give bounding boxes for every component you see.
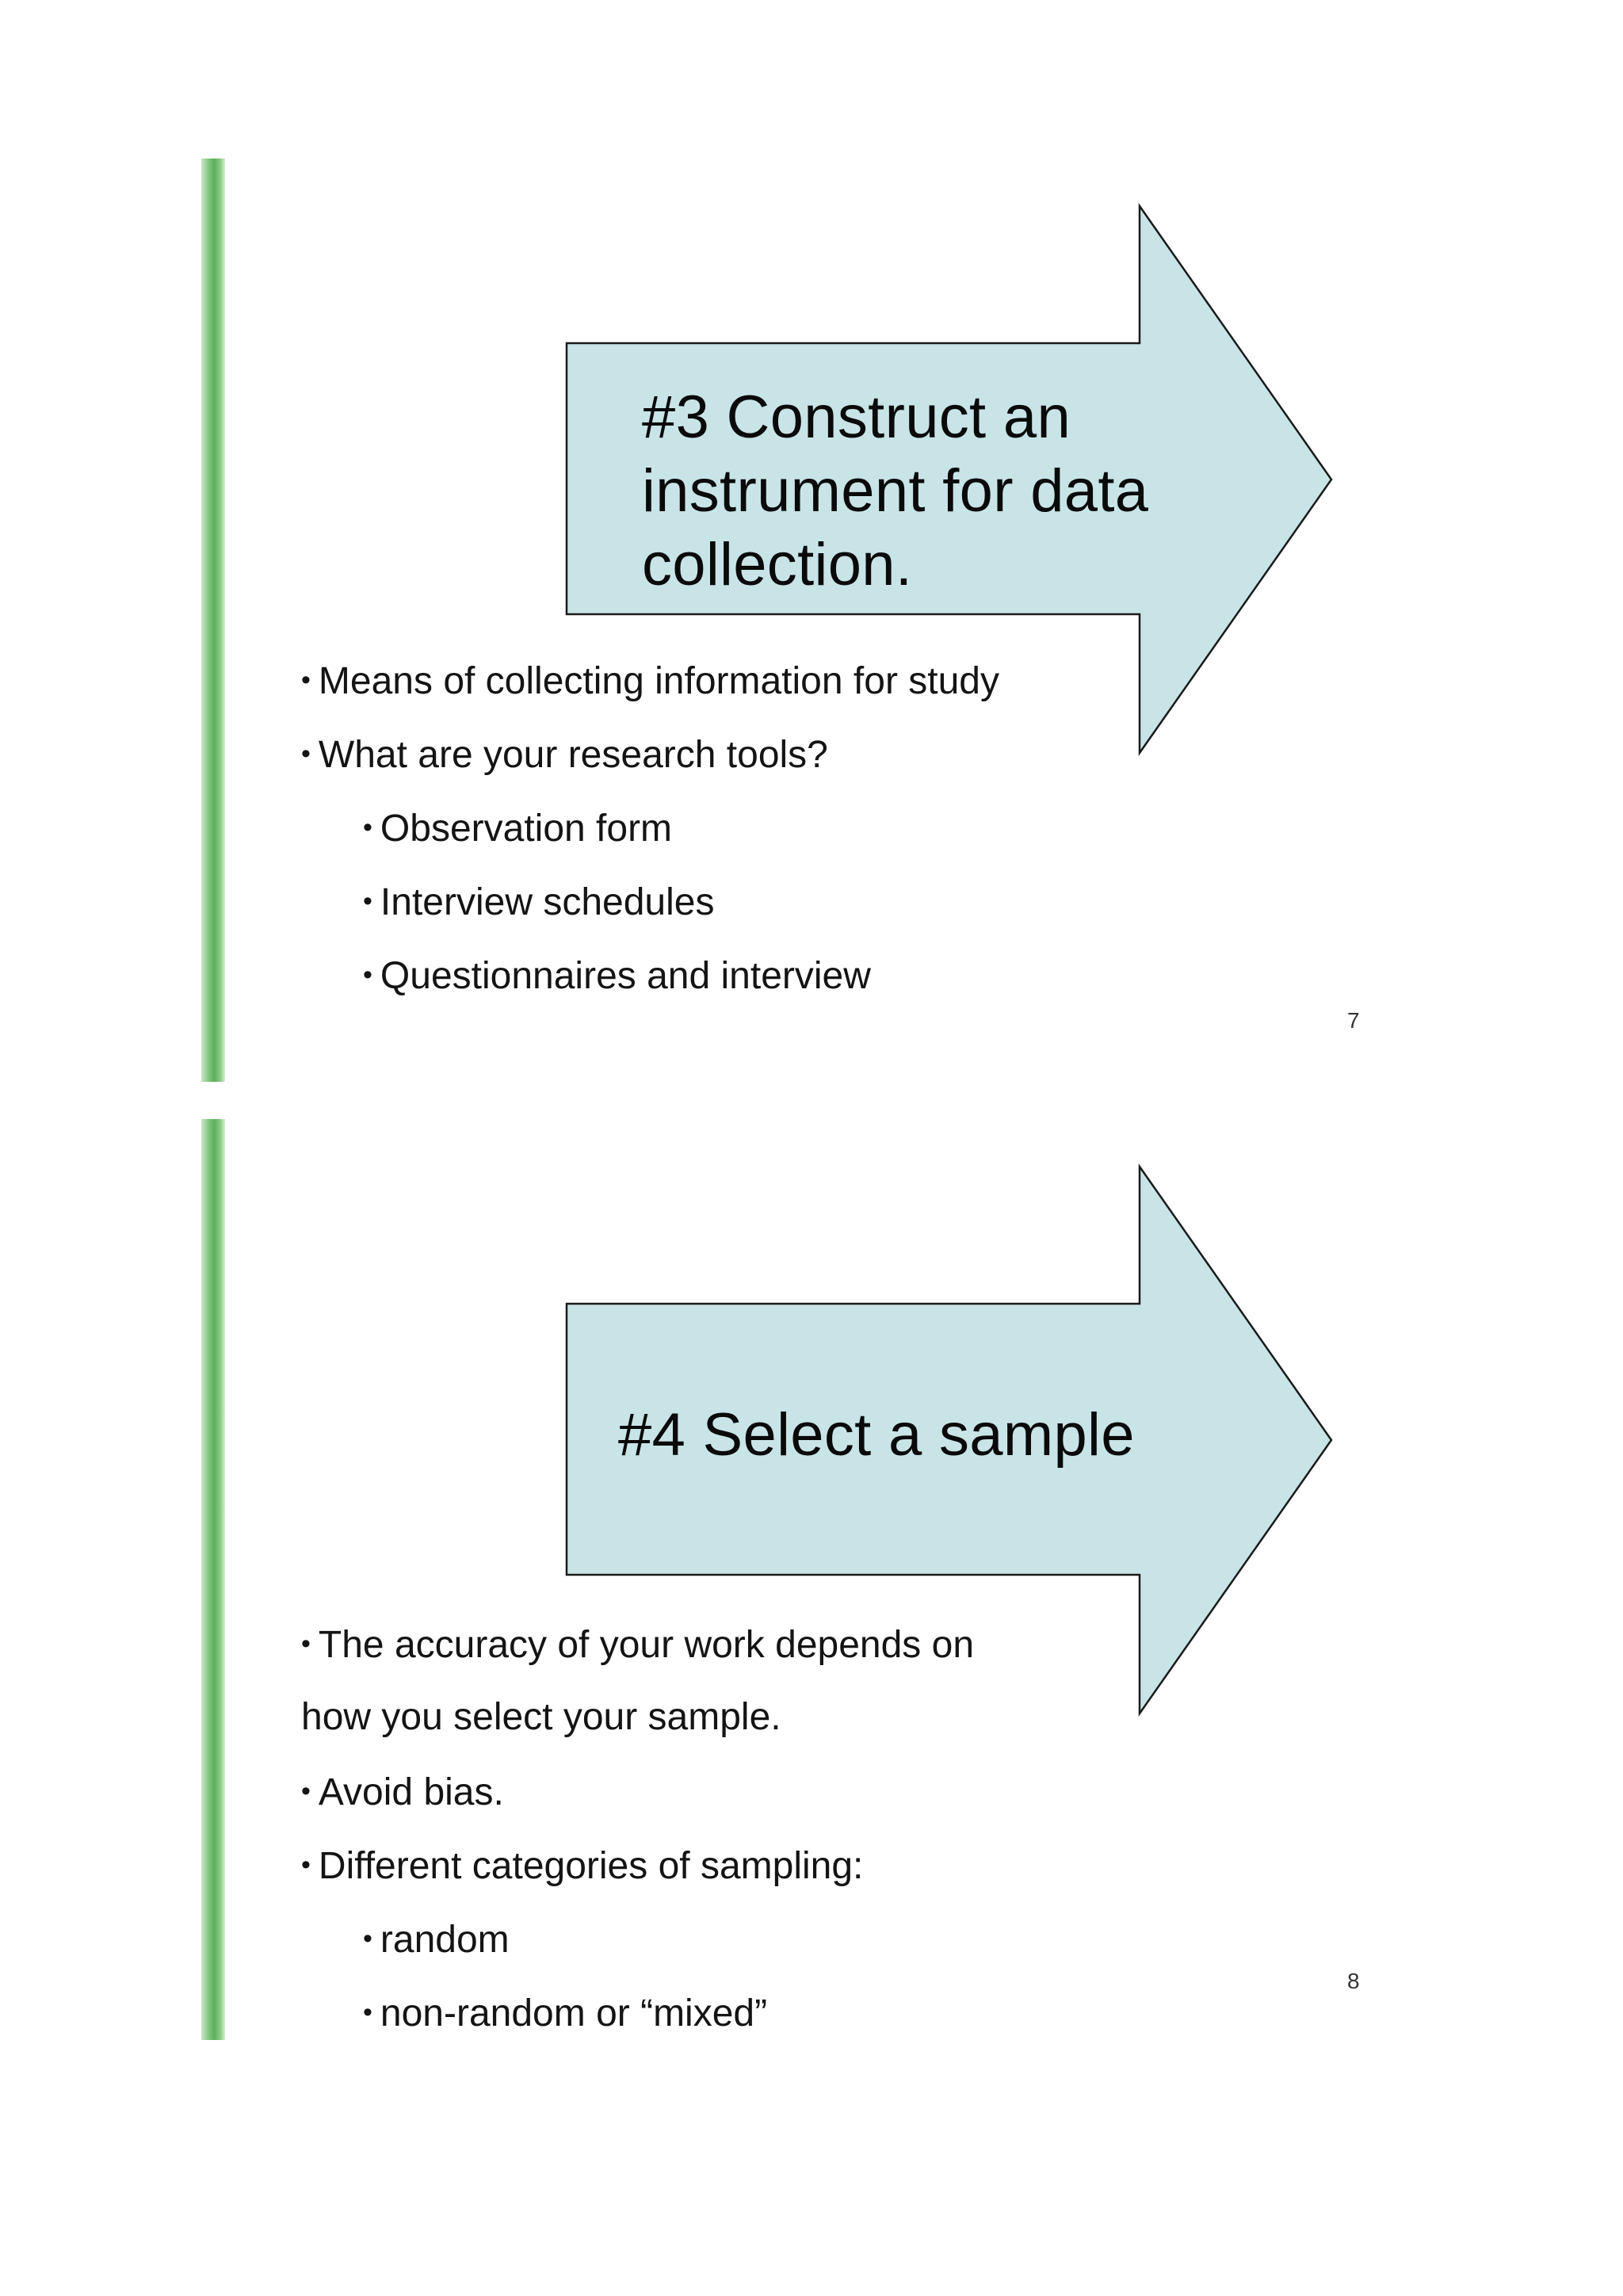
slide-8: #4 Select a sample •The accuracy of your… — [0, 961, 1623, 2040]
list-item: •The accuracy of your work depends on — [301, 1616, 974, 1690]
slide-title: #4 Select a sample — [618, 1401, 1135, 1469]
arrow-shape — [565, 1163, 1333, 1717]
list-item: • Observation form — [363, 800, 999, 873]
bullet-list: •The accuracy of your work depends on ho… — [301, 1616, 974, 2058]
green-accent-bar — [201, 1119, 225, 2040]
bullet-icon: • — [363, 886, 372, 916]
page-number: 8 — [1347, 1969, 1360, 1993]
arrow-shape — [565, 203, 1333, 756]
bullet-icon: • — [301, 739, 311, 769]
bullet-text: Avoid bias. — [318, 1771, 504, 1813]
list-item: • Interview schedules — [363, 873, 999, 947]
bullet-list: •Means of collecting information for stu… — [301, 652, 999, 1021]
bullet-text: What are your research tools? — [318, 734, 828, 776]
bullet-text: Observation form — [380, 808, 673, 850]
bullet-text: The accuracy of your work depends on — [318, 1624, 975, 1666]
slide-7: #3 Construct an instrument for data coll… — [0, 0, 1623, 1082]
bullet-icon: • — [301, 1850, 311, 1880]
bullet-text: Different categories of sampling: — [318, 1845, 864, 1887]
list-item: •Means of collecting information for stu… — [301, 652, 999, 726]
bullet-text: non-random or “mixed” — [380, 1992, 768, 2034]
bullet-text: Means of collecting information for stud… — [318, 660, 999, 702]
bullet-icon: • — [301, 665, 311, 695]
bullet-icon: • — [363, 960, 372, 990]
bullet-icon: • — [363, 812, 372, 842]
list-item: how you select your sample. — [301, 1690, 974, 1763]
bullet-icon: • — [363, 1997, 372, 2027]
bullet-text: Questionnaires and interview — [380, 955, 871, 997]
green-accent-bar — [201, 159, 225, 1082]
list-item: •What are your research tools? — [301, 726, 999, 800]
list-item: • non-random or “mixed” — [363, 1985, 974, 2058]
bullet-text: random — [380, 1919, 510, 1961]
list-item: • Questionnaires and interview — [363, 947, 999, 1021]
slide-title: #3 Construct an instrument for data coll… — [642, 384, 1149, 598]
bullet-text: how you select your sample. — [301, 1696, 781, 1738]
page-number: 7 — [1347, 1008, 1360, 1033]
bullet-text: Interview schedules — [380, 881, 715, 923]
list-item: • random — [363, 1911, 974, 1985]
bullet-icon: • — [363, 1924, 372, 1954]
bullet-icon: • — [301, 1776, 311, 1806]
list-item: •Avoid bias. — [301, 1763, 974, 1837]
list-item: •Different categories of sampling: — [301, 1837, 974, 1911]
bullet-icon: • — [301, 1629, 311, 1659]
